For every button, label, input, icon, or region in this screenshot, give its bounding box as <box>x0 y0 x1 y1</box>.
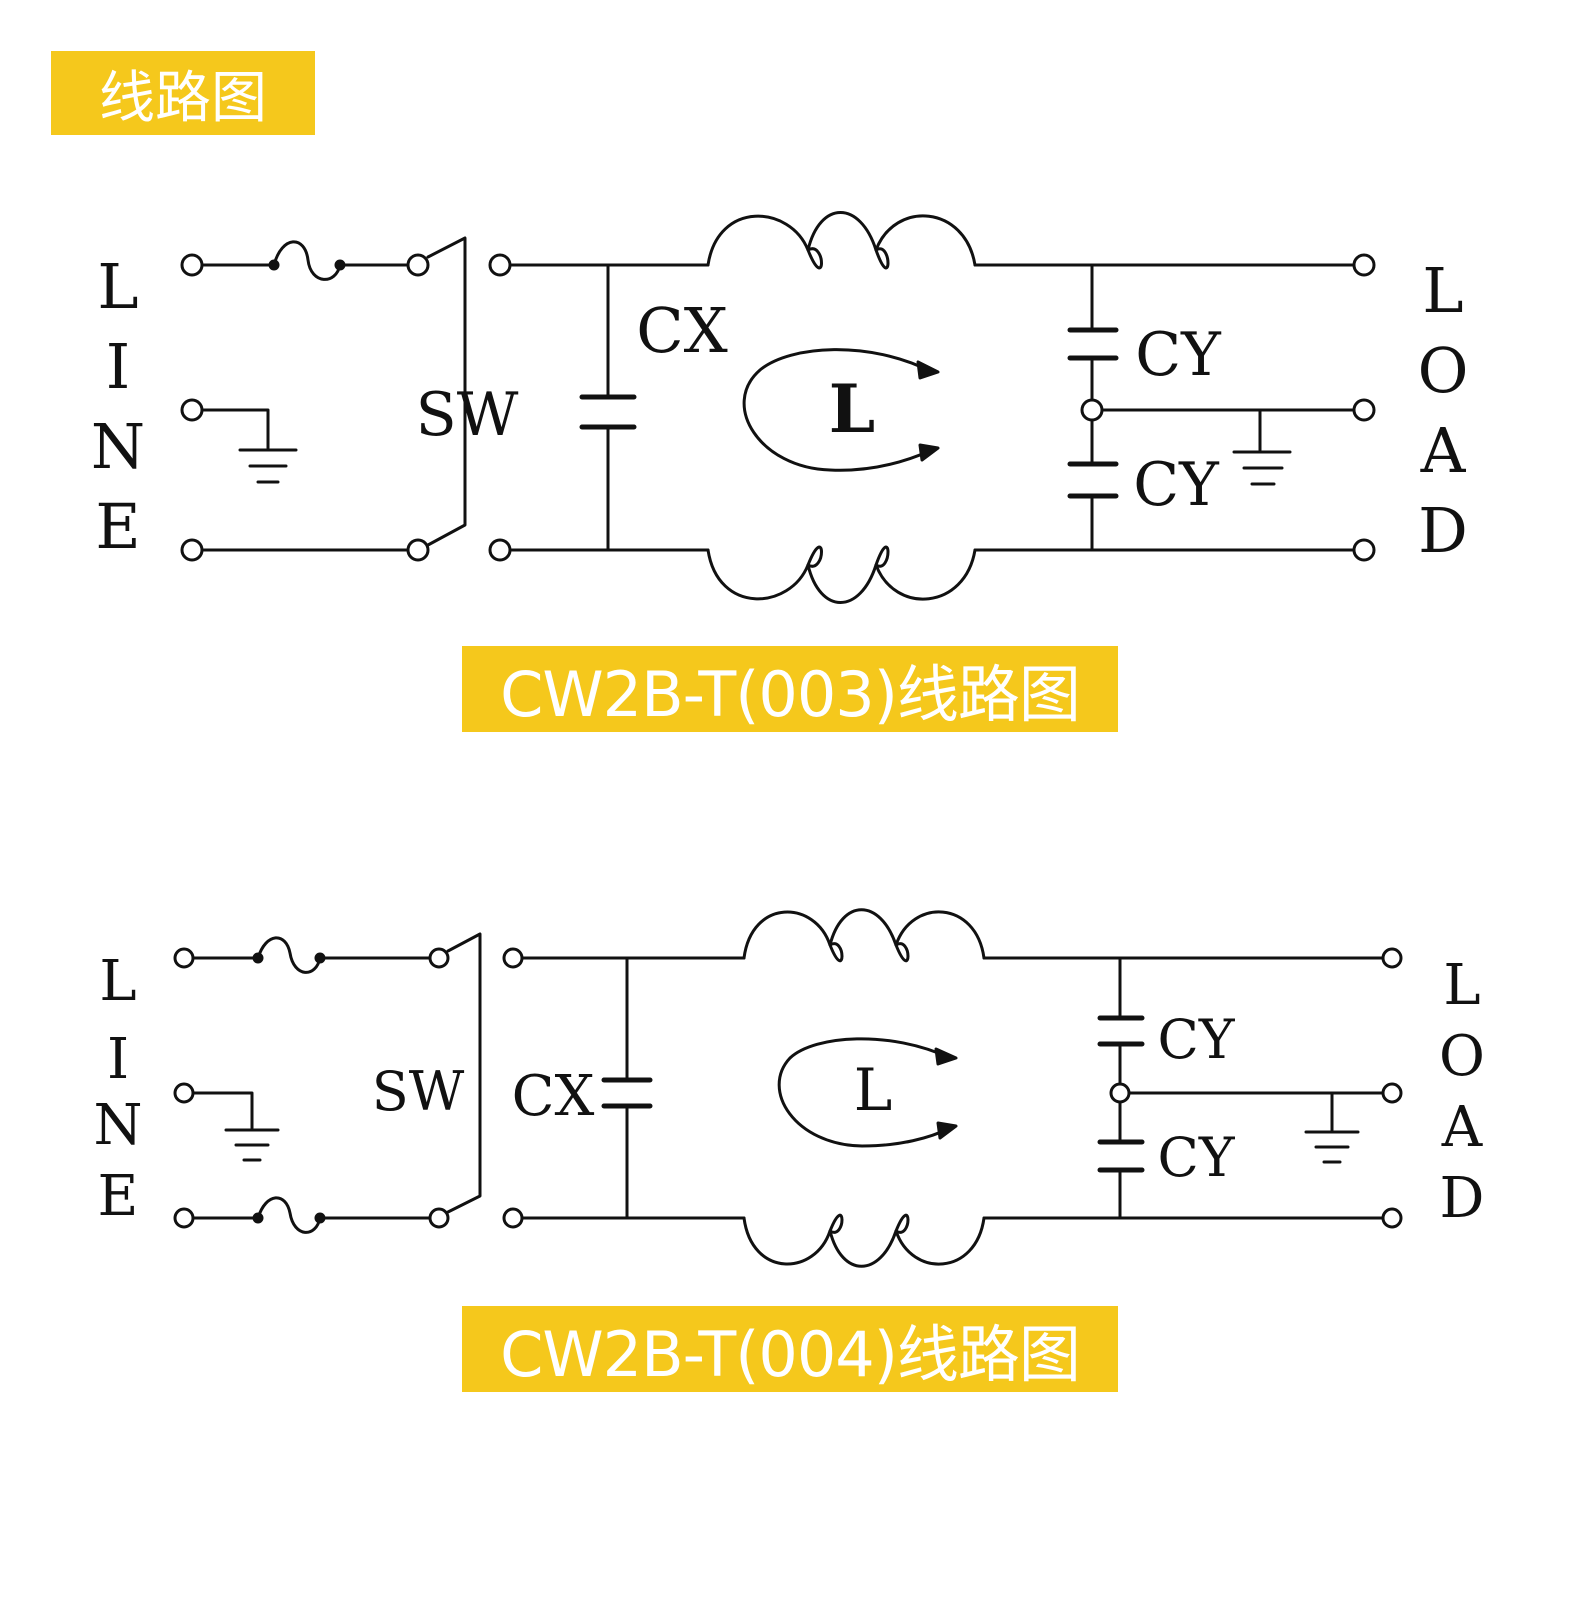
fuse-symbol-bottom <box>191 1196 432 1234</box>
load-letter-o: O <box>1418 334 1469 407</box>
terminal-line-top <box>173 947 195 969</box>
load-letter-a: A <box>1420 414 1467 487</box>
line-letter-e: E <box>95 490 140 563</box>
line-label: L I N E <box>94 949 143 1229</box>
capacitor-cy-bottom: CY <box>1067 418 1220 552</box>
caption-004: CW2B-T(004)线路图 <box>500 1318 1081 1391</box>
cx-label: CX <box>636 294 728 367</box>
fuse-symbol <box>200 240 410 281</box>
junction-node <box>1080 398 1104 422</box>
load-letter-l: L <box>1422 254 1463 327</box>
cx-label: CX <box>512 1064 595 1129</box>
switch-sw: SW <box>372 932 482 1229</box>
terminal-load-ground <box>1381 1082 1403 1104</box>
ground-symbol-output <box>1304 1091 1360 1164</box>
caption-003: CW2B-T(003)线路图 <box>500 658 1081 731</box>
cy-bottom-label: CY <box>1133 450 1220 520</box>
terminal-load-ground <box>1352 398 1376 422</box>
terminal-load-bottom <box>1381 1207 1403 1229</box>
fuse-symbol-top <box>191 936 432 974</box>
line-letter-i: I <box>106 330 131 403</box>
load-letter-o: O <box>1439 1024 1485 1089</box>
capacitor-cy-top: CY <box>1097 956 1236 1085</box>
terminal-line-bottom <box>180 538 204 562</box>
terminal-mid-bottom <box>502 1207 524 1229</box>
terminal-mid-top <box>488 253 512 277</box>
capacitor-cy-top: CY <box>1067 263 1222 402</box>
line-letter-i: I <box>107 1027 129 1092</box>
terminal-line-bottom <box>173 1207 195 1229</box>
caption-banner-004: CW2B-T(004)线路图 <box>462 1306 1118 1392</box>
cy-top-label: CY <box>1158 1008 1236 1071</box>
terminal-line-top <box>180 253 204 277</box>
circuit-diagram-004: L I N E SW CX <box>94 908 1485 1268</box>
line-letter-l: L <box>97 250 138 323</box>
terminal-load-bottom <box>1352 538 1376 562</box>
page-title-banner: 线路图 <box>51 51 315 135</box>
capacitor-cy-bottom: CY <box>1097 1100 1236 1220</box>
inductor-flux-loop: L <box>777 1037 958 1148</box>
terminal-mid-bottom <box>488 538 512 562</box>
page-title: 线路图 <box>99 65 267 131</box>
line-letter-n: N <box>91 410 145 483</box>
inductor-bottom-winding <box>742 1213 1122 1268</box>
inductor-label: L <box>854 1056 893 1124</box>
cy-bottom-label: CY <box>1158 1126 1236 1189</box>
terminal-load-top <box>1352 253 1376 277</box>
load-letter-a: A <box>1441 1095 1483 1160</box>
inductor-label: L <box>829 370 875 448</box>
inductor-flux-loop: L <box>742 348 940 472</box>
load-label: L O A D <box>1439 953 1485 1231</box>
ground-symbol-input <box>191 1091 280 1162</box>
circuit-diagram-003: L I N E SW CX <box>91 211 1469 604</box>
line-letter-n: N <box>94 1093 143 1158</box>
line-letter-l: L <box>99 949 136 1014</box>
terminal-mid-top <box>502 947 524 969</box>
line-letter-e: E <box>98 1164 139 1229</box>
load-letter-d: D <box>1440 1166 1485 1231</box>
load-letter-l: L <box>1443 953 1480 1018</box>
load-label: L O A D <box>1418 254 1469 567</box>
capacitor-cx: CX <box>579 263 728 552</box>
line-label: L I N E <box>91 250 145 563</box>
load-letter-d: D <box>1418 494 1468 567</box>
terminal-line-ground <box>173 1082 195 1104</box>
junction-node <box>1109 1082 1131 1104</box>
inductor-top-winding <box>742 908 1122 963</box>
inductor-top-winding <box>706 211 1094 270</box>
terminal-line-ground <box>180 398 204 422</box>
switch-label: SW <box>372 1060 465 1123</box>
ground-symbol-output <box>1232 408 1292 486</box>
capacitor-cx: CX <box>512 956 653 1220</box>
terminal-load-top <box>1381 947 1403 969</box>
ground-symbol-input <box>200 408 298 484</box>
cy-top-label: CY <box>1135 320 1222 390</box>
switch-sw: SW <box>406 236 519 562</box>
switch-label: SW <box>416 380 519 450</box>
caption-banner-003: CW2B-T(003)线路图 <box>462 646 1118 732</box>
inductor-bottom-winding <box>706 545 1094 604</box>
